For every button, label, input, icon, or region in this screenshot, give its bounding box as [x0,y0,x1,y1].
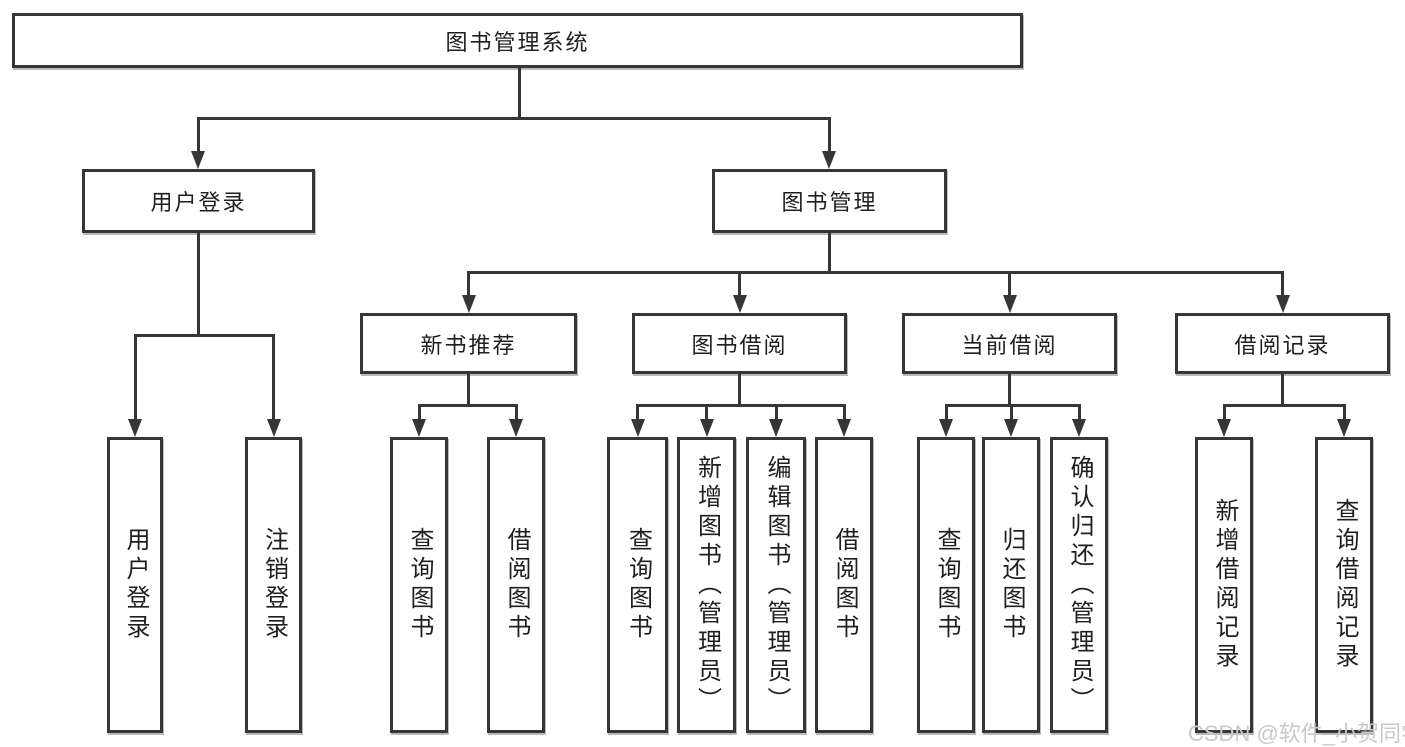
leaf-br-add-borrow-record: 新增借阅记录 [1195,437,1253,733]
node-label: 查询图书 [933,527,960,643]
edge-current-borrowing-stem [1008,374,1011,407]
edge-arrow-bb-query-books [630,404,645,437]
node-label: 确认归还（管理员） [1066,454,1093,716]
edge-root-stem [518,66,521,120]
leaf-cb-confirm-return-admin: 确认归还（管理员） [1050,437,1108,733]
node-label: 归还图书 [998,527,1025,643]
node-current-borrowing: 当前借阅 [902,313,1117,374]
edge-book-management-stem [827,233,831,274]
edge-level2-rail [196,117,831,120]
node-label: 新书推荐 [420,332,517,358]
leaf-bb-borrow-books: 借阅图书 [815,437,873,733]
edge-book-borrowing-stem [738,374,741,407]
edge-arrow-bb-edit-books [769,404,783,437]
edge-arrow-nbr-query-books [412,404,426,437]
node-label: 图书借阅 [691,332,788,358]
node-label: 新增借阅记录 [1211,498,1238,672]
node-label: 查询图书 [624,527,652,643]
edge-arrow-bb-add-books [699,404,714,437]
edge-arrow-nbr-borrow-books [509,404,523,437]
edge-arrow-to-leaf-logout [266,334,281,437]
node-label: 当前借阅 [961,332,1058,358]
node-label: 查询借阅记录 [1331,498,1358,672]
leaf-cb-query-books: 查询图书 [917,437,975,733]
edge-arrow-to-book-management [822,117,836,169]
node-new-book-recommend: 新书推荐 [360,313,577,374]
csdn-watermark: CSDN @软件_小贺同学 [1188,721,1405,746]
node-label: 借阅图书 [503,527,530,643]
edge-arrow-cb-return-books [1004,404,1018,437]
edge-arrow-to-new-book-recommend [461,271,476,313]
node-label: 查询图书 [406,527,433,643]
node-borrow-records: 借阅记录 [1175,313,1390,374]
leaf-bb-query-books: 查询图书 [607,437,668,733]
node-label: 用户登录 [150,190,247,215]
edge-arrow-cb-query-books [939,404,953,437]
node-label: 图书管理系统 [445,29,590,55]
edge-arrow-br-add-record [1217,404,1231,437]
node-label: 图书管理 [781,190,878,215]
edge-user-login-stem [196,233,200,337]
leaf-nbr-query-books: 查询图书 [390,437,448,733]
leaf-user-login: 用户登录 [107,437,163,733]
leaf-bb-edit-books-admin: 编辑图书（管理员） [746,437,806,733]
leaf-nbr-borrow-books: 借阅图书 [487,437,545,733]
edge-new-book-recommend-rail [417,404,518,407]
edge-borrow-records-stem [1281,374,1284,407]
edge-level3-rail [467,271,1284,274]
node-label: 借阅图书 [831,527,858,643]
edge-arrow-cb-confirm-return [1072,404,1086,437]
edge-arrow-to-current-borrowing [1002,271,1017,313]
leaf-logout: 注销登录 [245,437,302,733]
edge-arrow-bb-borrow-books [837,404,851,437]
leaf-br-query-borrow-record: 查询借阅记录 [1315,437,1373,733]
edge-new-book-recommend-stem [467,374,470,407]
edge-book-borrowing-rail [636,404,846,407]
edge-arrow-to-user-login [191,117,205,169]
node-user-login: 用户登录 [82,169,315,233]
edge-current-borrowing-rail [944,404,1081,407]
node-library-management-system: 图书管理系统 [12,13,1023,68]
edge-user-login-rail [133,334,275,337]
node-book-management: 图书管理 [712,169,947,233]
node-label: 借阅记录 [1234,332,1331,358]
edge-arrow-to-borrow-records [1275,271,1290,313]
edge-borrow-records-rail [1222,404,1346,407]
leaf-bb-add-books-admin: 新增图书（管理员） [677,437,736,733]
edge-arrow-br-query-record [1337,404,1351,437]
leaf-cb-return-books: 归还图书 [982,437,1040,733]
node-book-borrowing: 图书借阅 [632,313,847,374]
edge-arrow-to-book-borrowing [732,271,747,313]
edge-arrow-to-leaf-user-login [128,334,142,437]
node-label: 编辑图书（管理员） [763,454,790,716]
node-label: 新增图书（管理员） [693,454,721,716]
node-label: 用户登录 [122,527,149,643]
node-label: 注销登录 [260,527,288,643]
